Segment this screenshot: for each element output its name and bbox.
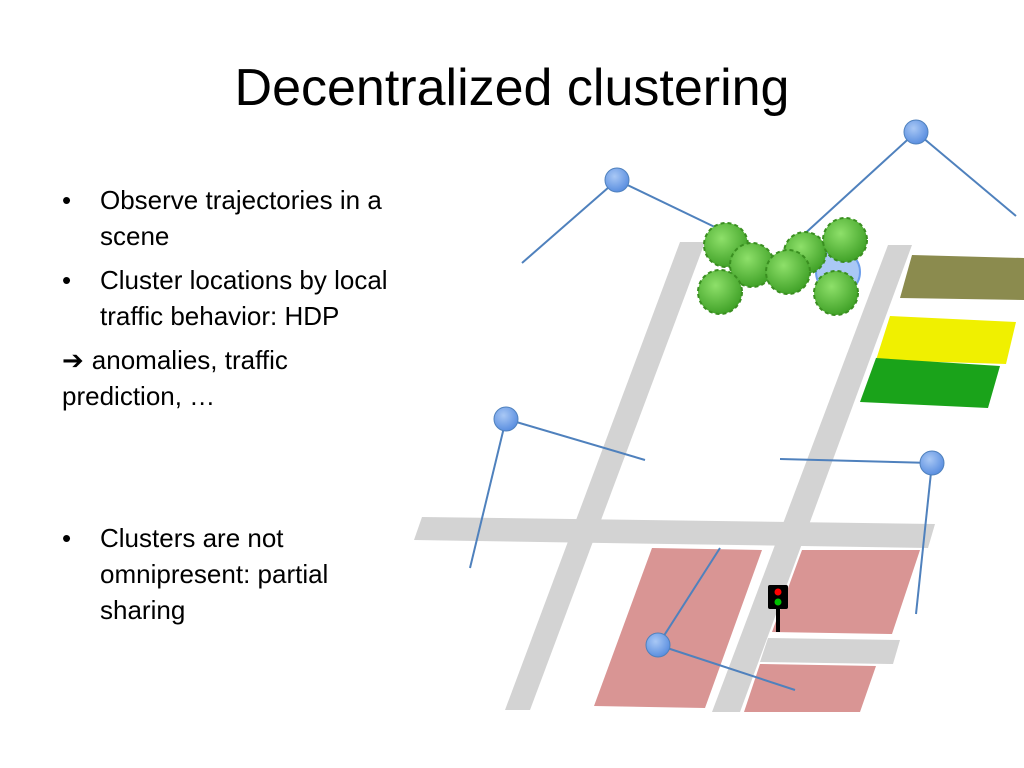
arrow-item: ➔anomalies, traffic prediction, … — [62, 342, 412, 414]
roads — [414, 242, 935, 712]
sensor-node-icon — [645, 632, 671, 658]
traffic-light-body — [768, 585, 788, 609]
sensor-link — [469, 418, 507, 569]
slide-title: Decentralized clustering — [234, 59, 790, 117]
sensor-link — [505, 418, 646, 461]
road-horizontal — [414, 517, 935, 548]
sensor-nodes — [493, 119, 945, 658]
traffic-light-icon — [768, 585, 788, 632]
sensor-node-icon — [604, 167, 630, 193]
sensor-node-icon — [493, 406, 519, 432]
building-right-bottom — [744, 664, 876, 712]
sensor-link — [521, 179, 618, 264]
bullet-text: Observe trajectories in a scene — [100, 185, 382, 251]
bullet-text: Clusters are not omnipresent: partial sh… — [100, 523, 329, 625]
arrow-item-text: anomalies, traffic prediction, … — [62, 345, 288, 411]
traffic-light-green — [774, 598, 782, 606]
bullet-text: Cluster locations by local traffic behav… — [100, 265, 388, 331]
sensor-link — [799, 131, 917, 239]
sensor-link — [657, 547, 721, 646]
tree-icon — [822, 217, 868, 263]
tree-icon — [813, 270, 859, 316]
field-green — [860, 358, 1000, 408]
building-left — [594, 548, 762, 708]
tree-icon — [765, 249, 811, 295]
sensor-node-icon — [919, 450, 945, 476]
road-left-vertical — [505, 242, 705, 710]
right-arrow-icon: ➔ — [62, 345, 84, 375]
building-right-top — [772, 550, 920, 634]
bullet-list: • Observe trajectories in a scene • Clus… — [62, 182, 412, 636]
traffic-light-red — [774, 588, 782, 596]
road-right-vertical — [712, 245, 912, 712]
sensor-link — [657, 644, 796, 691]
bullet-dot-icon: • — [62, 523, 72, 553]
field-olive — [900, 255, 1024, 300]
sensor-link — [915, 462, 933, 615]
bullet-dot-icon: • — [62, 265, 72, 295]
sensor-link — [779, 458, 933, 464]
bullet-item: • Clusters are not omnipresent: partial … — [62, 520, 412, 628]
fields — [860, 255, 1024, 408]
bullet-item: • Observe trajectories in a scene — [62, 182, 412, 254]
buildings — [594, 548, 920, 712]
sensor-node-icon — [903, 119, 929, 145]
sensor-links — [469, 131, 1017, 691]
bullet-item: • Cluster locations by local traffic beh… — [62, 262, 412, 334]
trees — [697, 217, 868, 316]
sensor-link — [915, 131, 1017, 217]
road-small-horizontal — [760, 638, 900, 664]
bullet-dot-icon: • — [62, 185, 72, 215]
traffic-light-pole — [776, 606, 780, 632]
field-yellow — [876, 316, 1016, 364]
tree-icon — [697, 269, 743, 315]
